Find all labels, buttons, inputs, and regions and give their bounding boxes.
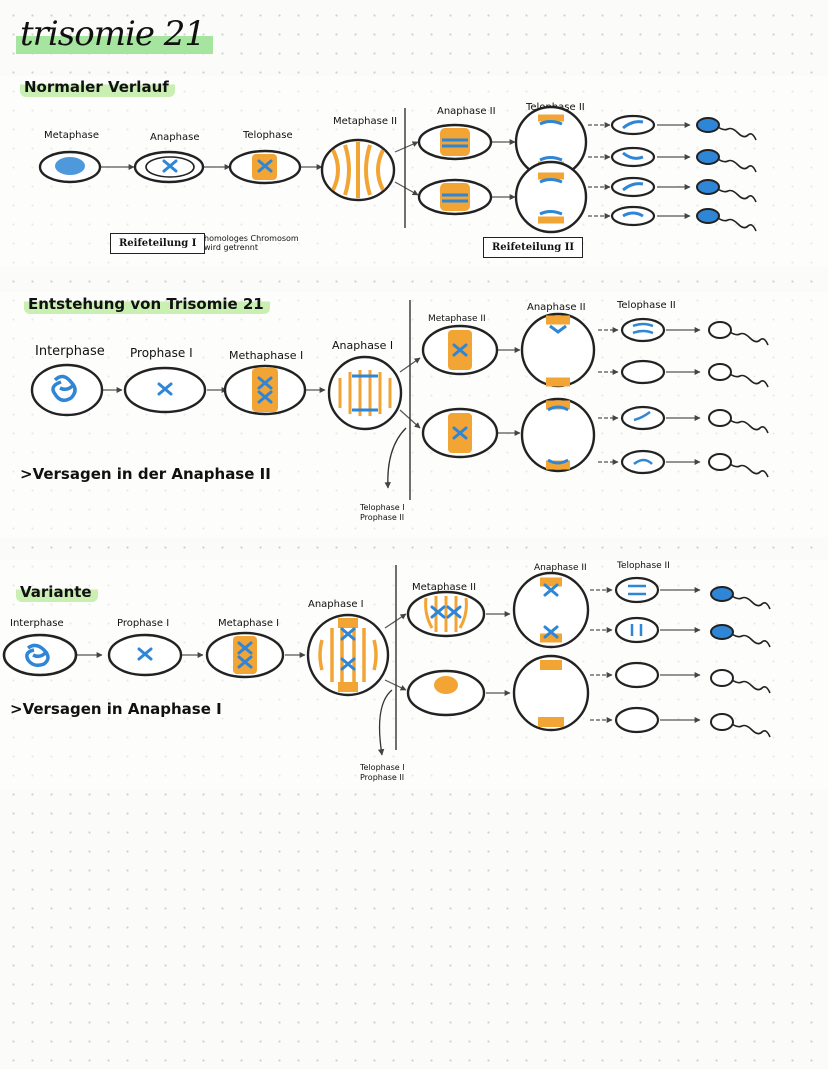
- failure-note-anaphase-1: >Versagen in Anaphase I: [10, 700, 222, 718]
- page-title: trisomie 21: [16, 14, 214, 54]
- label-anaphase-1: Anaphase I: [332, 339, 394, 352]
- variante-cells: [2, 565, 771, 756]
- label-telophase-2-v: Telophase II: [617, 561, 670, 571]
- label-anaphase-2: Anaphase II: [437, 106, 496, 117]
- label-prophase-1-v: Prophase I: [117, 618, 170, 629]
- arrow-note-telophase-1-v: Telophase I Prophase II: [360, 763, 405, 782]
- label-anaphase-1-v: Anaphase I: [308, 599, 364, 610]
- label-interphase-v: Interphase: [10, 618, 64, 629]
- normal-cells: [38, 105, 757, 234]
- box-reifeteilung-1: Reifeteilung I: [110, 233, 206, 254]
- heading-variante: Variante: [16, 583, 98, 602]
- arrow-note-telophase-1: Telophase I Prophase II: [360, 503, 405, 522]
- label-methaphase-1: Methaphase I: [229, 349, 304, 362]
- label-interphase: Interphase: [35, 344, 105, 359]
- label-metaphase-1-v: Metaphase I: [218, 618, 280, 629]
- label-prophase-1: Prophase I: [130, 346, 193, 360]
- trisomie-panel: [0, 292, 828, 537]
- label-metaphase-2b: Metaphase II: [428, 314, 486, 324]
- trisomie-cells: [30, 300, 769, 500]
- label-anaphase-2-v: Anaphase II: [534, 563, 587, 573]
- label-anaphase-2b: Anaphase II: [527, 302, 586, 313]
- failure-note-anaphase-2: >Versagen in der Anaphase II: [20, 465, 271, 483]
- heading-normal: Normaler Verlauf: [20, 78, 175, 97]
- label-metaphase: Metaphase: [44, 130, 100, 141]
- label-telophase: Telophase: [243, 130, 293, 141]
- label-anaphase: Anaphase: [150, 132, 200, 143]
- label-metaphase-2: Metaphase II: [333, 116, 398, 127]
- box-reifeteilung-2: Reifeteilung II: [483, 237, 584, 258]
- heading-trisomie: Entstehung von Trisomie 21: [24, 295, 270, 314]
- note-homologes-chromosom: homologes Chromosom wird getrennt: [204, 234, 299, 252]
- label-metaphase-2-v: Metaphase II: [412, 582, 477, 593]
- label-telophase-2b: Telophase II: [617, 300, 676, 311]
